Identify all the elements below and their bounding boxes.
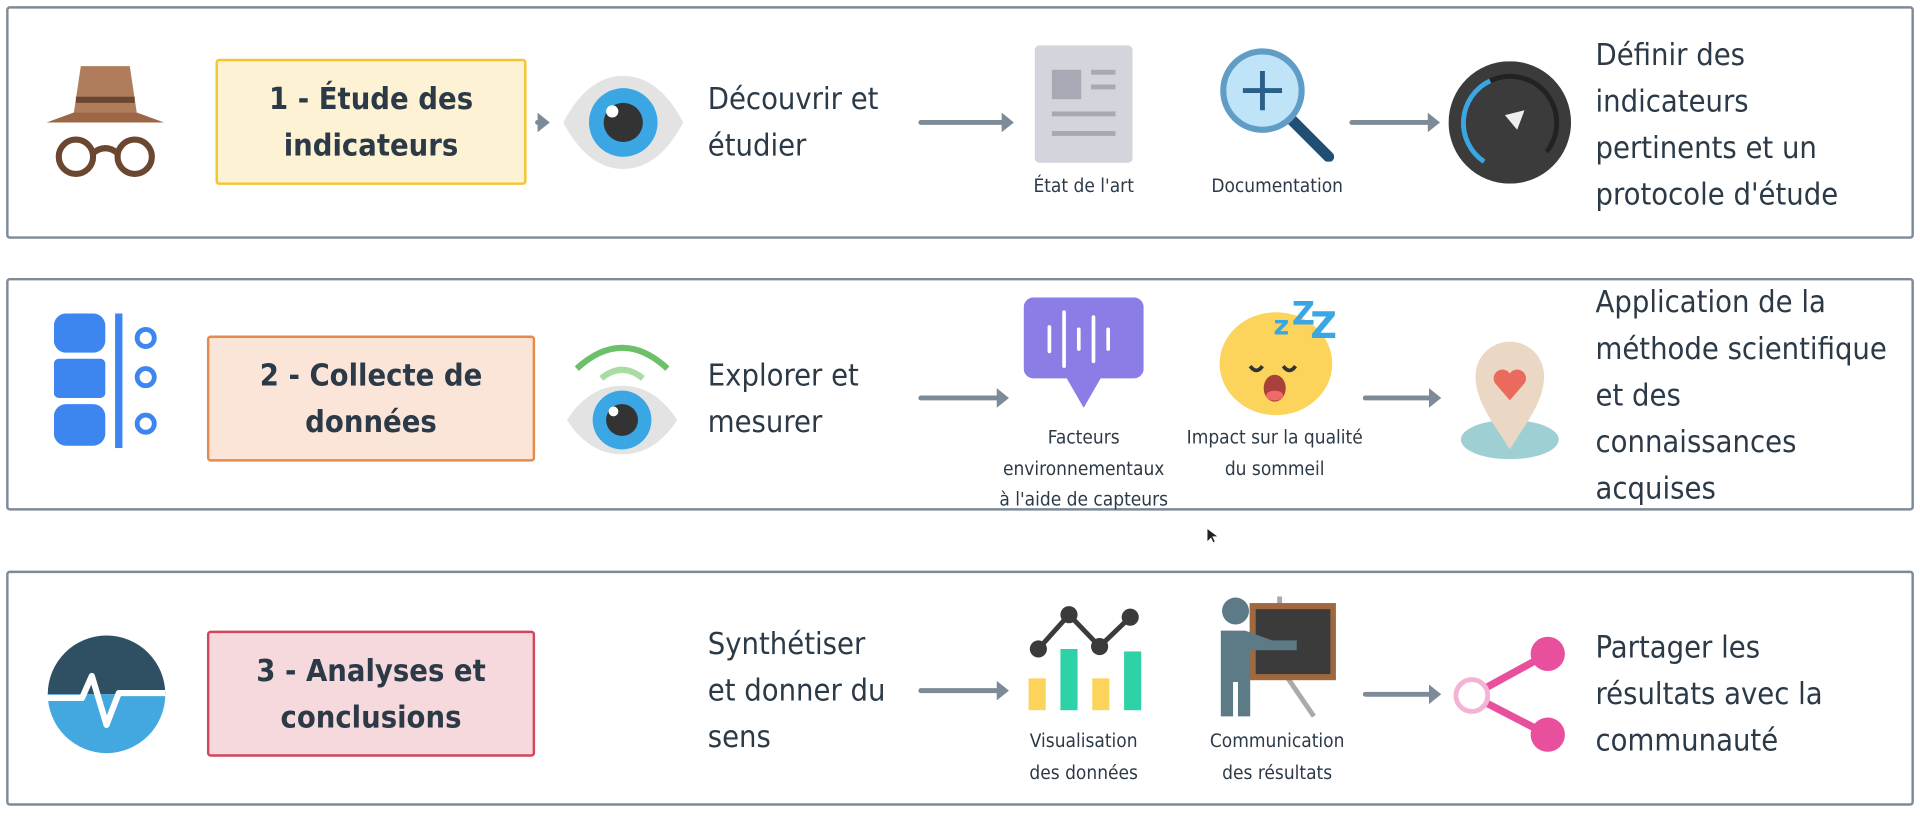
text-line: et des [1595, 377, 1681, 413]
caption-line: Communication [1209, 729, 1345, 752]
caption-line: des résultats [1222, 761, 1333, 784]
arrow [918, 112, 1014, 133]
document-icon [1034, 45, 1133, 163]
caption-line: Facteurs [1047, 426, 1120, 449]
text-line: Explorer et [707, 357, 859, 394]
detective-hat-glasses-icon [46, 66, 165, 177]
text-line: mesurer [707, 404, 823, 440]
caption-line: Visualisation [1029, 729, 1138, 752]
svg-text:Z: Z [1310, 304, 1337, 347]
label-line: 2 - Collecte de [259, 356, 483, 393]
phase-3-result: Partager les résultats avec la communauté [1596, 624, 1823, 764]
arrow [1349, 112, 1441, 133]
phase-1-result: Définir des indicateurs pertinents et un pr… [1596, 32, 1839, 218]
text-line: étudier [707, 127, 807, 163]
text-line: sens [707, 718, 771, 755]
arrow [1362, 388, 1442, 408]
caption-etat-de-l-art: État de l'art [1033, 171, 1133, 202]
phase-2-action: Explorer et mesurer [708, 353, 859, 446]
label-line: 3 - Analyses et [256, 652, 486, 688]
text-line: Application de la [1595, 284, 1826, 320]
location-heart-icon [1460, 341, 1559, 460]
text-line: méthode scientifique [1595, 330, 1887, 367]
caption-line: environnementaux [1002, 457, 1165, 480]
label-line: données [305, 403, 437, 439]
svg-text:z: z [1273, 310, 1289, 341]
text-line: Partager les [1595, 629, 1761, 665]
text-line: indicateurs [1595, 83, 1749, 119]
text-line: communauté [1595, 722, 1779, 758]
phase-3-label: 3 - Analyses et conclusions [206, 630, 536, 757]
label-line: conclusions [280, 698, 462, 735]
heartbeat-monitor-icon [47, 635, 166, 754]
chart-icon [1028, 606, 1142, 711]
caption-documentation: Documentation [1211, 171, 1343, 202]
caption-line: Impact sur la qualité [1186, 426, 1363, 449]
text-line: Synthétiser [707, 625, 866, 662]
text-line: et donner du [707, 672, 886, 708]
phase-1-action: Découvrir et étudier [708, 76, 879, 169]
phase-2-label: 2 - Collecte de données [206, 335, 536, 462]
phase-2-result: Application de la méthode scientifique et … [1596, 279, 1887, 512]
mouse-cursor-icon [1207, 528, 1218, 543]
caption-communication: Communication des résultats [1210, 726, 1345, 788]
text-line: connaissances [1595, 423, 1797, 460]
text-line: Découvrir et [707, 80, 879, 117]
svg-text:Z: Z [1292, 298, 1315, 333]
caption-visualisation: Visualisation des données [1029, 726, 1138, 788]
caption-facteurs: Facteurs environnementaux à l'aide de capt… [999, 422, 1168, 516]
arrow [918, 680, 1009, 701]
label-line: indicateurs [283, 126, 459, 163]
text-line: Définir des [1595, 36, 1746, 73]
eye-wifi-icon [566, 344, 678, 455]
text-line: acquises [1595, 470, 1716, 506]
arrow [535, 112, 550, 133]
caption-line: du sommeil [1224, 457, 1325, 480]
gauge-icon [1448, 61, 1572, 184]
caption-line: État de l'art [1033, 175, 1134, 198]
caption-impact-sommeil: Impact sur la qualité du sommeil [1187, 422, 1363, 484]
share-icon [1453, 636, 1565, 752]
text-line: protocole d'étude [1595, 176, 1839, 212]
caption-line: Documentation [1211, 175, 1343, 198]
label-line: 1 - Étude des [268, 80, 474, 116]
arrow [1362, 684, 1442, 705]
phase-3-action: Synthétiser et donner du sens [708, 621, 886, 761]
text-line: résultats avec la [1595, 675, 1823, 712]
text-line: pertinents et un [1595, 129, 1817, 166]
audio-message-icon [1023, 297, 1144, 408]
teacher-board-icon [1220, 596, 1336, 718]
arrow [918, 388, 1009, 408]
eye-icon [563, 75, 684, 169]
caption-line: à l'aide de capteurs [999, 488, 1169, 511]
magnifier-icon [1220, 48, 1335, 162]
phase-1-label: 1 - Étude des indicateurs [215, 58, 527, 185]
database-icon [53, 313, 157, 449]
caption-line: des données [1029, 761, 1138, 784]
